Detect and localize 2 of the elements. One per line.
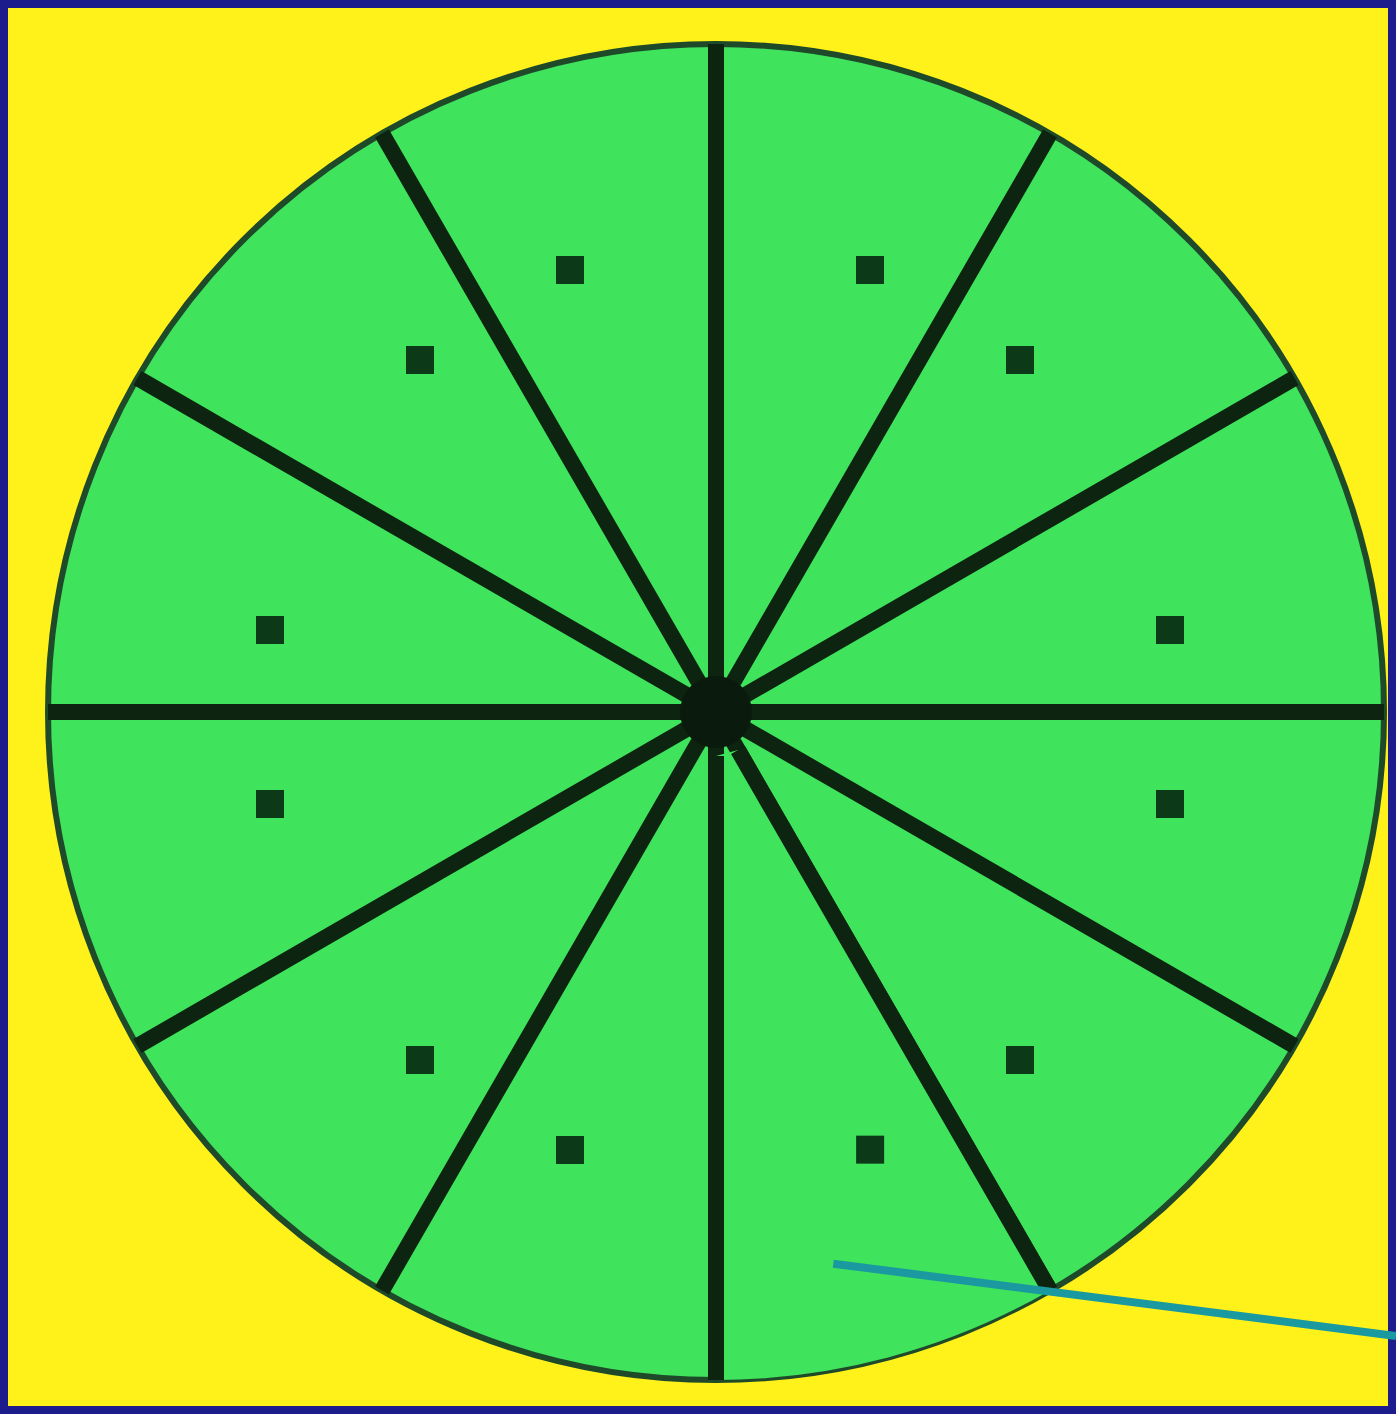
wheel-drawing <box>40 36 1392 1388</box>
leader-line <box>832 1259 1396 1340</box>
